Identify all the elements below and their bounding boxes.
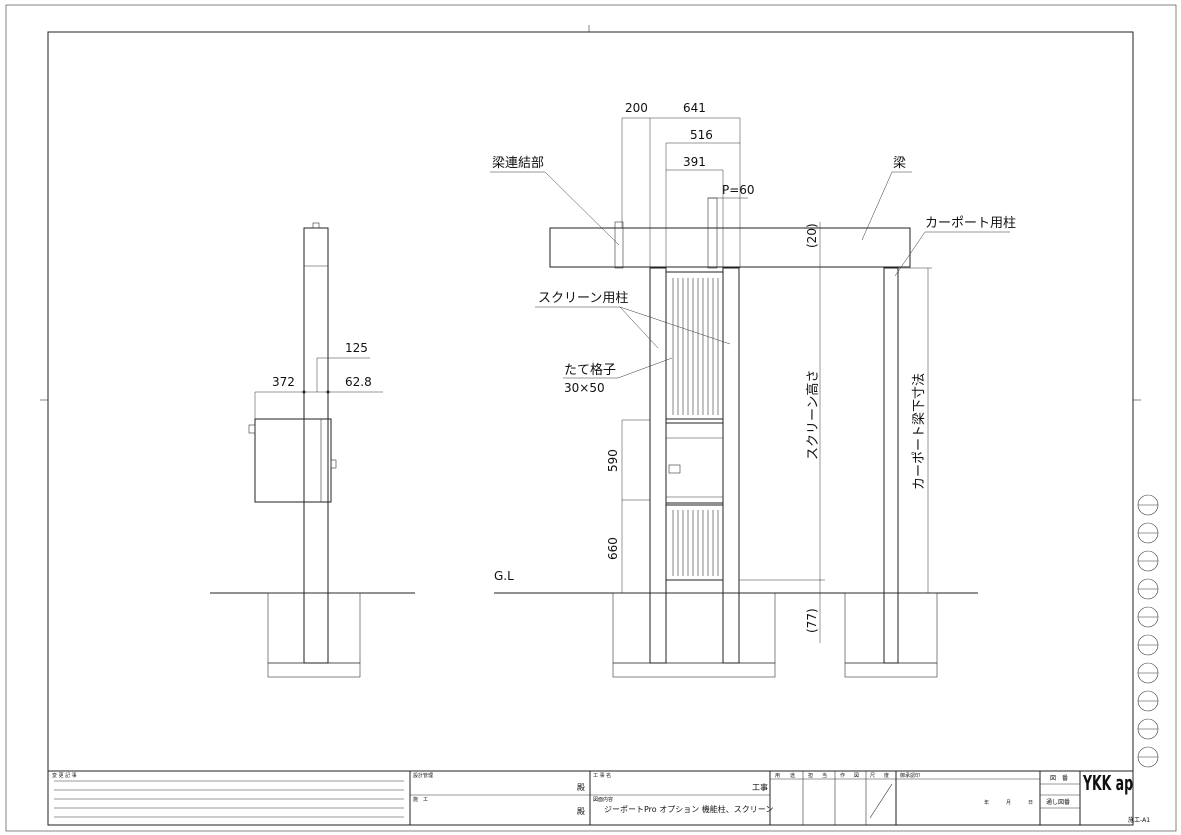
date-year: 年 bbox=[984, 799, 989, 806]
sheet-code: 施工-A1 bbox=[1128, 816, 1150, 824]
drawing-content-label: 図面内容 bbox=[593, 796, 613, 803]
screen-post-left bbox=[649, 267, 667, 664]
gl-label: G.L bbox=[494, 569, 514, 583]
sheet-no-label: 図 番 bbox=[1050, 775, 1068, 782]
label-carport-post: カーポート用柱 bbox=[925, 216, 1016, 231]
foundation-screen bbox=[612, 592, 776, 664]
honorific-1: 殿 bbox=[577, 783, 585, 792]
label-louver-size: 30×50 bbox=[564, 381, 605, 395]
margin-circles bbox=[1137, 494, 1159, 768]
col-6: 図 bbox=[854, 773, 859, 779]
gravel-bed-carport bbox=[844, 662, 938, 678]
dim-391: 391 bbox=[683, 155, 706, 169]
design-manager-label: 設計管理 bbox=[413, 772, 433, 779]
foundation-carport bbox=[844, 592, 938, 664]
dim-125: 125 bbox=[345, 341, 368, 355]
outer-frame bbox=[5, 4, 1177, 832]
approval-label: 御承認印 bbox=[900, 772, 920, 779]
col-2: 途 bbox=[790, 772, 795, 779]
front-view: G.L bbox=[490, 101, 1016, 678]
dim-pitch: P=60 bbox=[722, 183, 755, 197]
col-8: 度 bbox=[884, 772, 889, 779]
date-month: 月 bbox=[1006, 800, 1011, 806]
col-4: 当 bbox=[822, 772, 827, 779]
function-post bbox=[303, 227, 329, 664]
dim-516: 516 bbox=[690, 128, 713, 142]
foundation-side bbox=[267, 592, 361, 664]
dim-590: 590 bbox=[606, 449, 620, 472]
dim-641: 641 bbox=[683, 101, 706, 115]
louver-lower bbox=[665, 504, 724, 581]
label-beam: 梁 bbox=[893, 156, 906, 171]
mailbox-unit bbox=[254, 418, 332, 503]
date-day: 日 bbox=[1028, 800, 1033, 806]
mailbox-front bbox=[665, 422, 724, 504]
dim-372: 372 bbox=[272, 375, 295, 389]
honorific-2: 殿 bbox=[577, 807, 585, 816]
louver-upper bbox=[665, 271, 724, 420]
col-3: 担 bbox=[808, 772, 813, 779]
col-1: 用 bbox=[775, 773, 780, 779]
project-suffix: 工事 bbox=[752, 782, 768, 792]
label-beam-joint: 梁連結部 bbox=[492, 156, 544, 171]
dim-62-8: 62.8 bbox=[345, 375, 372, 389]
title-block: 変 更 記 事 設計管理 施 工 殿 殿 工 事 名 工事 図面内容 ジーポート… bbox=[47, 770, 1150, 826]
beam-joint-bracket bbox=[614, 221, 624, 269]
dim-beam-gap: (20) bbox=[805, 223, 819, 248]
label-screen-height: スクリーン高さ bbox=[805, 370, 821, 460]
inner-frame bbox=[47, 31, 1134, 826]
revision-header: 変 更 記 事 bbox=[52, 772, 77, 779]
drawing-content: ジーポートPro オプション 機能柱、スクリーン bbox=[604, 804, 773, 814]
carport-beam bbox=[549, 227, 911, 268]
louver-top-detail bbox=[707, 197, 718, 269]
label-screen-post: スクリーン用柱 bbox=[538, 291, 628, 306]
serial-label: 通し図番 bbox=[1046, 798, 1070, 806]
carport-post bbox=[883, 267, 899, 664]
dim-660: 660 bbox=[606, 537, 620, 560]
label-carport-clearance: カーポート梁下寸法 bbox=[912, 373, 927, 490]
dim-200: 200 bbox=[625, 101, 648, 115]
label-louver: たて格子 bbox=[564, 362, 616, 378]
gravel-bed-screen bbox=[612, 662, 776, 678]
dim-embed: (77) bbox=[805, 608, 819, 633]
col-7: 尺 bbox=[870, 773, 875, 779]
screen-post-right bbox=[722, 267, 740, 664]
constructor-label: 施 工 bbox=[413, 796, 428, 803]
side-view: 372 125 62.8 bbox=[210, 222, 415, 678]
project-name-label: 工 事 名 bbox=[593, 772, 611, 779]
gravel-bed-side bbox=[267, 662, 361, 678]
brand-logo: YKK ap bbox=[1082, 771, 1133, 795]
col-5: 作 bbox=[840, 772, 845, 779]
